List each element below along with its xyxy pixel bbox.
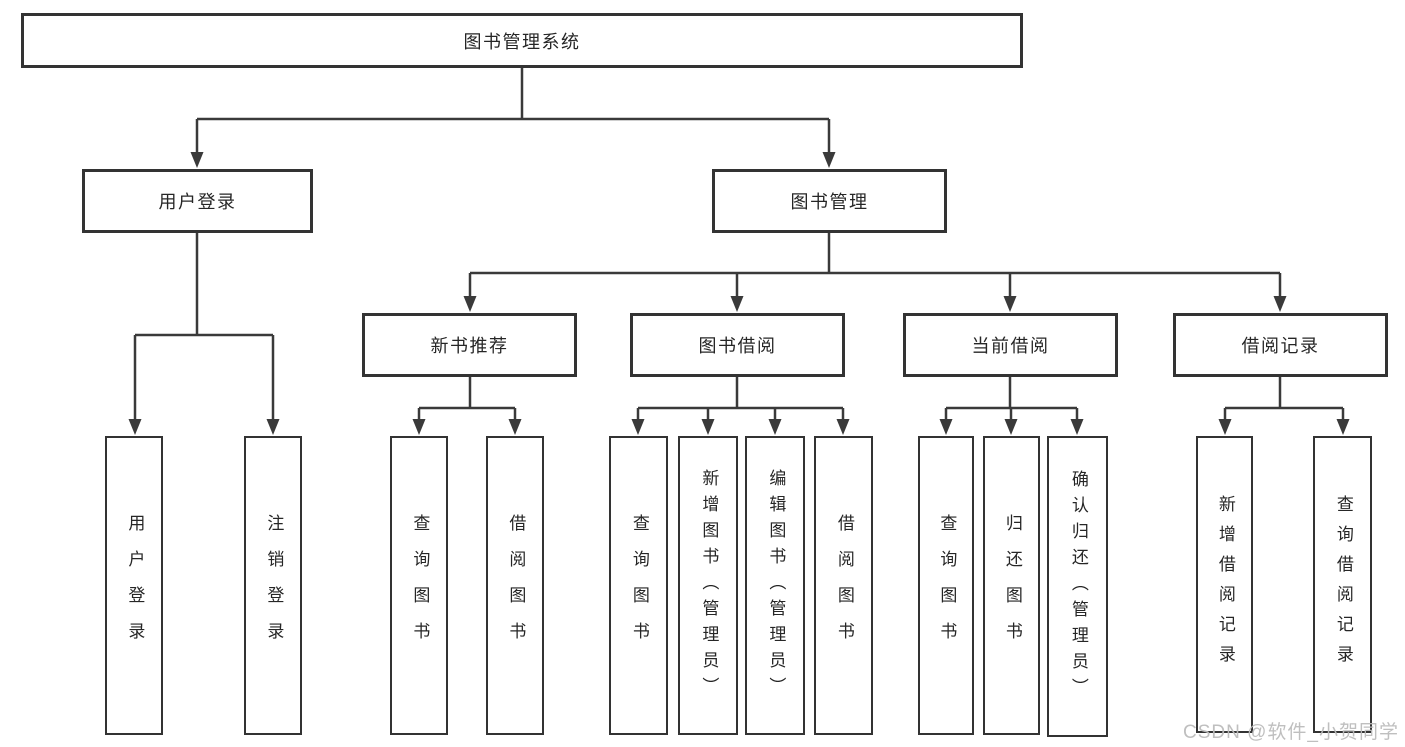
node-label: 用户登录 (158, 192, 237, 212)
leaf-borrow-book-2: 借阅图书 (814, 436, 873, 735)
node-label: 图书管理 (790, 192, 869, 212)
leaf-confirm-return-admin: 确认归还（管理员） (1047, 436, 1108, 737)
leaf-label: 新增图书（管理员） (699, 468, 719, 703)
leaf-query-book-2: 查询图书 (609, 436, 668, 735)
leaf-edit-book-admin: 编辑图书（管理员） (745, 436, 805, 735)
leaf-query-borrow-record: 查询借阅记录 (1313, 436, 1372, 733)
leaf-label: 新增借阅记录 (1215, 494, 1235, 675)
leaf-label: 借阅图书 (506, 513, 526, 658)
leaf-query-book-1: 查询图书 (390, 436, 448, 735)
node-library-system: 图书管理系统 (21, 13, 1023, 68)
leaf-add-borrow-record: 新增借阅记录 (1196, 436, 1253, 733)
node-label: 图书借阅 (698, 336, 777, 356)
leaf-logout: 注销登录 (244, 436, 302, 735)
leaf-label: 编辑图书（管理员） (766, 468, 786, 703)
leaf-label: 归还图书 (1002, 513, 1022, 658)
leaf-label: 注销登录 (264, 513, 284, 658)
leaf-label: 用户登录 (125, 513, 145, 658)
leaf-query-book-3: 查询图书 (918, 436, 974, 735)
csdn-watermark: CSDN @软件_小贺同学 (1183, 722, 1399, 743)
leaf-label: 确认归还（管理员） (1068, 469, 1088, 704)
leaf-borrow-book-1: 借阅图书 (486, 436, 544, 735)
leaf-label: 查询借阅记录 (1333, 494, 1353, 675)
leaf-label: 查询图书 (410, 513, 430, 658)
node-current-borrow: 当前借阅 (903, 313, 1118, 377)
leaf-return-book: 归还图书 (983, 436, 1040, 735)
leaf-add-book-admin: 新增图书（管理员） (678, 436, 738, 735)
node-borrow-record: 借阅记录 (1173, 313, 1388, 377)
node-label: 借阅记录 (1241, 336, 1320, 356)
node-label: 新书推荐 (430, 336, 509, 356)
leaf-label: 借阅图书 (834, 513, 854, 658)
node-book-borrow: 图书借阅 (630, 313, 845, 377)
leaf-label: 查询图书 (629, 513, 649, 658)
arrowheads (128, 152, 1350, 435)
node-label: 当前借阅 (971, 336, 1050, 356)
leaf-label: 查询图书 (937, 513, 957, 658)
node-user-login: 用户登录 (82, 169, 313, 233)
leaf-user-login: 用户登录 (105, 436, 163, 735)
node-label: 图书管理系统 (463, 31, 581, 52)
node-new-book-recommend: 新书推荐 (362, 313, 577, 377)
node-book-management: 图书管理 (712, 169, 947, 233)
